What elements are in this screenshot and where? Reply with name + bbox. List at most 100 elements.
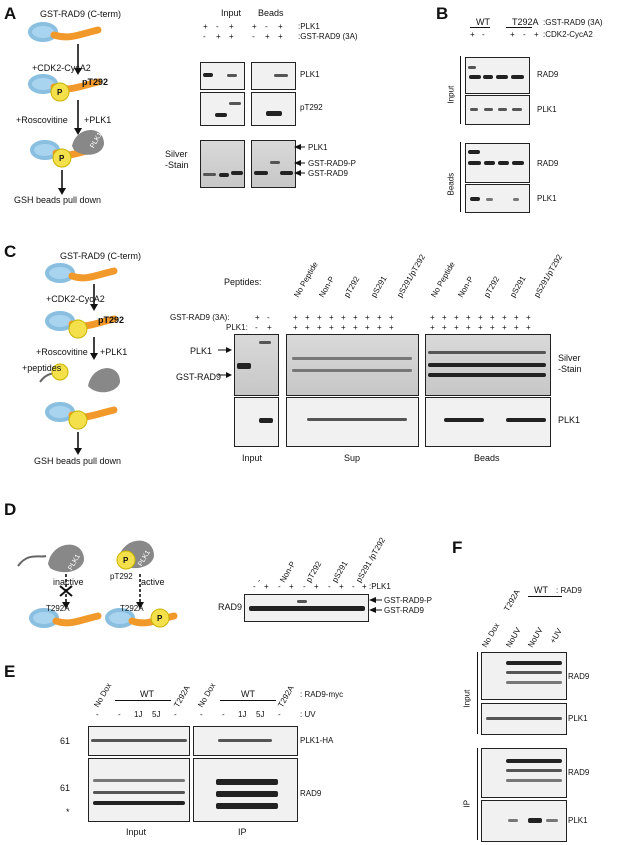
b-blot-plk1-beads (465, 184, 530, 213)
panel-label-a: A (4, 4, 17, 23)
d-site-label: pT292 (110, 572, 133, 581)
c-col-pt292-sup: pT292 (342, 274, 362, 299)
c-blot-silver-input (234, 334, 279, 396)
c-blot-plk1-sup (286, 397, 419, 447)
e-uv-row: - - 1J 5J - - - 1J 5J - (96, 710, 281, 719)
b-wt-line (470, 27, 490, 28)
a-pulldown-label: GSH beads pull down (14, 195, 102, 205)
c-step-roscovitine: +Roscovitine (36, 347, 88, 357)
svg-text:+: + (454, 313, 459, 322)
svg-text:+: + (329, 323, 334, 332)
a-stain-label: -Stain (165, 160, 189, 170)
c-sup-footer: Sup (344, 453, 361, 463)
b-blot-rad9-input (465, 57, 530, 94)
svg-text:+: + (377, 323, 382, 332)
e-mw-top: 61 (60, 736, 71, 746)
f-ip-label: IP (462, 799, 472, 808)
f-col-t292a: T292A (502, 588, 522, 613)
svg-text:+: + (514, 323, 519, 332)
f-wt-header: WT (534, 585, 548, 595)
a-sign-grid: + - + + - + - + + - + + (203, 22, 283, 41)
c-label-plk1: PLK1 (190, 346, 213, 356)
c-silver-label: Silver (558, 353, 581, 363)
e-wt-line-input (115, 700, 171, 701)
c-col-ps291-beads: pS291 (508, 274, 528, 299)
d-band-gst-p: GST-RAD9-P (384, 596, 433, 605)
c-blot-plk1-beads (425, 397, 551, 447)
d-sign-row: - + - + - + - + - + (253, 582, 367, 591)
b-label-rad9-input: RAD9 (537, 70, 559, 79)
c-col-pt292-beads: pT292 (482, 274, 502, 299)
b-t292a-header: T292A (512, 17, 539, 27)
e-wt-ip: WT (241, 689, 255, 699)
svg-text:+: + (341, 323, 346, 332)
c-peptides-label: Peptides: (224, 277, 262, 287)
b-label-plk1-input: PLK1 (537, 105, 557, 114)
svg-text:+: + (466, 313, 471, 322)
f-col-uv: +UV (548, 626, 564, 645)
svg-text:+: + (305, 323, 310, 332)
f-lane-label: : RAD9 (556, 586, 582, 595)
c-construct-label: GST-RAD9 (C-term) (60, 251, 141, 261)
b-label-rad9-beads: RAD9 (537, 159, 559, 168)
b-sign-row: + - + - + (470, 30, 539, 39)
c-col-ps291-sup: pS291 (369, 274, 389, 299)
c-col-nopeptide-sup: No Peptide (292, 260, 320, 299)
b-lane-label-gst: :GST-RAD9 (3A) (543, 18, 603, 27)
svg-text:+: + (454, 323, 459, 332)
c-beads-footer: Beads (474, 453, 500, 463)
e-col-nodox-input: No Dox (92, 681, 114, 709)
svg-text:+: + (442, 323, 447, 332)
e-input-footer: Input (126, 827, 147, 837)
svg-text:+: + (430, 313, 435, 322)
svg-text:+: + (430, 323, 435, 332)
e-lane-label-uv: : UV (300, 710, 316, 719)
f-blot-plk1-ip (481, 800, 567, 842)
svg-text:-: - (255, 323, 258, 332)
svg-text:+: + (389, 313, 394, 322)
svg-text:+: + (317, 313, 322, 322)
c-stain-label: -Stain (558, 364, 582, 374)
svg-text:+: + (353, 313, 358, 322)
a-phospho-icon-2: P (59, 154, 65, 163)
a-phospho-icon: P (57, 88, 63, 97)
e-lane-label-rad9: : RAD9-myc (300, 690, 344, 699)
svg-text:+: + (293, 323, 298, 332)
a-label-plk1: PLK1 (300, 70, 320, 79)
e-blot-plk-input (88, 726, 190, 756)
c-step-peptides: +peptides (22, 363, 62, 373)
c-blot-silver-beads (425, 334, 551, 396)
svg-text:+: + (478, 323, 483, 332)
b-input-bracket (460, 56, 461, 124)
c-left-arrows (218, 347, 232, 378)
f-ip-bracket (477, 748, 478, 840)
svg-text:+: + (293, 313, 298, 322)
b-lane-label-cdk2: :CDK2-CycA2 (543, 30, 593, 39)
svg-text:+: + (365, 313, 370, 322)
svg-text:+: + (502, 313, 507, 322)
svg-text:+: + (317, 323, 322, 332)
a-step-roscovitine: +Roscovitine (16, 115, 68, 125)
panel-label-d: D (4, 500, 17, 519)
e-label-rad9: RAD9 (300, 789, 322, 798)
a-band-arrows (294, 144, 305, 176)
svg-text:+: + (478, 313, 483, 322)
svg-text:+: + (255, 313, 260, 322)
c-step-plk1: +PLK1 (100, 347, 128, 357)
f-wt-line (528, 596, 562, 597)
c-lane-label-gst: GST-RAD9 (3A): (170, 313, 230, 322)
svg-text:+: + (490, 313, 495, 322)
svg-text:+: + (514, 313, 519, 322)
a-silver-label: Silver (165, 149, 188, 159)
a-band-plk1: PLK1 (308, 143, 328, 152)
svg-text:+: + (442, 313, 447, 322)
d-blot-rad9 (244, 594, 369, 622)
d-lane-label: :PLK1 (369, 582, 391, 591)
b-t292a-line (506, 27, 532, 28)
e-blot-plk-ip (193, 726, 298, 756)
c-col-dual-beads: pS291/pT292 (532, 252, 565, 299)
b-beads-label: Beads (446, 172, 456, 196)
a-lane-label-gst: :GST-RAD9 (3A) (298, 32, 358, 41)
c-col-dual-sup: pS291/pT292 (395, 252, 428, 299)
d-mutant-label-1: T292A (46, 604, 70, 613)
